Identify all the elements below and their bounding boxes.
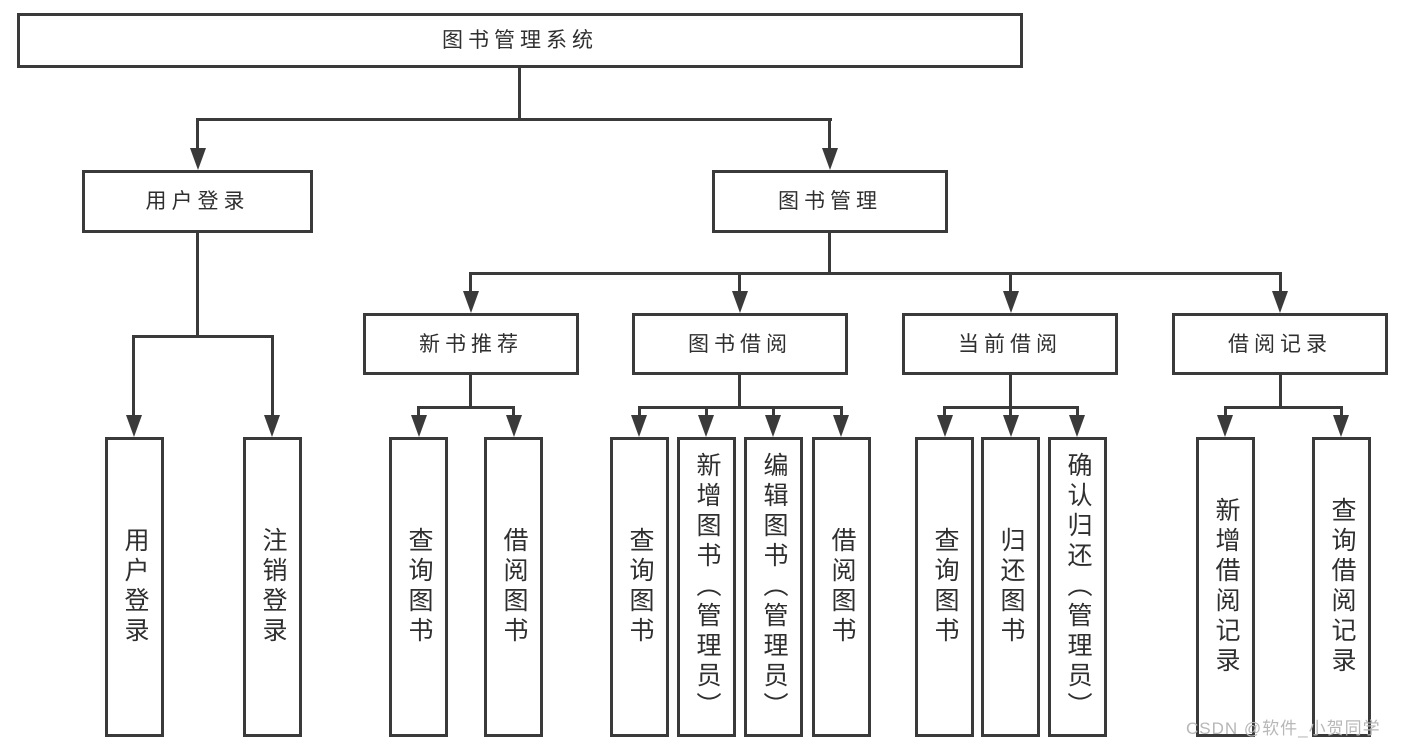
leaf-user-login-label: 用户登录	[121, 527, 148, 647]
arrowhead-br-add	[1217, 415, 1233, 437]
leaf-cb-query-books: 查询图书	[915, 437, 974, 737]
arrowhead-book-mgmt	[822, 148, 838, 170]
edge-drop-br-query	[1340, 406, 1343, 417]
edge-book-borrow-stem	[738, 375, 741, 406]
arrowhead-br-query	[1333, 415, 1349, 437]
arrowhead-nb-query	[411, 415, 427, 437]
leaf-bb-query-books: 查询图书	[610, 437, 669, 737]
edge-book-mgmt-stem	[828, 233, 831, 274]
csdn-watermark: CSDN @软件_小贺同学	[1186, 719, 1381, 738]
edge-borrow-record-stem	[1279, 375, 1282, 406]
node-book-mgmt-label: 图书管理	[778, 189, 882, 213]
arrowhead-cb-return	[1003, 415, 1019, 437]
arrowhead-bb-add	[698, 415, 714, 437]
leaf-br-query-record-label: 查询借阅记录	[1328, 497, 1355, 677]
node-book-borrowing-label: 图书借阅	[688, 331, 792, 356]
node-current-borrowing: 当前借阅	[902, 313, 1118, 375]
node-root: 图书管理系统	[17, 13, 1023, 68]
node-user-login-label: 用户登录	[145, 189, 250, 213]
arrowhead-user-login	[190, 148, 206, 170]
edge-new-book-stem	[469, 375, 472, 406]
leaf-cb-return-books-label: 归还图书	[997, 527, 1024, 647]
edge-drop-nb-borrow	[512, 406, 515, 417]
arrowhead-cb-confirm	[1069, 415, 1085, 437]
edge-drop-cb-return	[1009, 406, 1012, 417]
edge-drop-nb-query	[417, 406, 420, 417]
leaf-bb-query-books-label: 查询图书	[626, 527, 653, 647]
leaf-bb-borrow-books-label: 借阅图书	[828, 527, 855, 647]
leaf-bb-add-books-admin-label: 新增图书（管理员）	[693, 452, 720, 722]
leaf-user-login: 用户登录	[105, 437, 164, 737]
edge-root-stem	[518, 68, 521, 120]
node-user-login: 用户登录	[82, 170, 313, 233]
edge-borrow-record-split	[1224, 406, 1342, 409]
edge-drop-bb-borrow	[840, 406, 843, 417]
leaf-bb-borrow-books: 借阅图书	[812, 437, 871, 737]
edge-drop-user-login	[196, 118, 199, 152]
edge-drop-cb-query	[943, 406, 946, 417]
arrowhead-current-borrow	[1003, 291, 1019, 313]
edge-drop-logout-leaf	[271, 335, 274, 417]
arrowhead-new-book	[463, 291, 479, 313]
edge-drop-current-borrow	[1009, 272, 1012, 293]
edge-root-split	[196, 118, 832, 121]
edge-user-login-stem	[196, 233, 199, 335]
leaf-cb-query-books-label: 查询图书	[931, 527, 958, 647]
edge-drop-bb-query	[638, 406, 641, 417]
arrowhead-nb-borrow	[506, 415, 522, 437]
leaf-cb-confirm-return-admin: 确认归还（管理员）	[1048, 437, 1107, 737]
leaf-br-add-record: 新增借阅记录	[1196, 437, 1255, 737]
leaf-bb-edit-books-admin-label: 编辑图书（管理员）	[760, 452, 787, 722]
leaf-bb-add-books-admin: 新增图书（管理员）	[677, 437, 736, 737]
node-book-borrowing: 图书借阅	[632, 313, 848, 375]
arrowhead-logout-leaf	[264, 415, 280, 437]
leaf-nb-query-books: 查询图书	[389, 437, 448, 737]
node-new-book-recommend: 新书推荐	[363, 313, 579, 375]
node-borrowing-records: 借阅记录	[1172, 313, 1388, 375]
arrowhead-bb-edit	[765, 415, 781, 437]
edge-drop-borrow-record	[1279, 272, 1282, 293]
leaf-cb-return-books: 归还图书	[981, 437, 1040, 737]
node-new-book-recommend-label: 新书推荐	[419, 331, 523, 356]
arrowhead-cb-query	[937, 415, 953, 437]
leaf-br-query-record: 查询借阅记录	[1312, 437, 1371, 737]
arrowhead-book-borrow	[732, 291, 748, 313]
node-borrowing-records-label: 借阅记录	[1228, 331, 1332, 356]
leaf-logout: 注销登录	[243, 437, 302, 737]
edge-new-book-split	[417, 406, 515, 409]
leaf-nb-query-books-label: 查询图书	[405, 527, 432, 647]
edge-book-borrow-split	[638, 406, 842, 409]
edge-drop-book-borrow	[738, 272, 741, 293]
edge-drop-login-leaf	[132, 335, 135, 417]
leaf-nb-borrow-books-label: 借阅图书	[500, 527, 527, 647]
edge-drop-br-add	[1224, 406, 1227, 417]
leaf-bb-edit-books-admin: 编辑图书（管理员）	[744, 437, 803, 737]
leaf-nb-borrow-books: 借阅图书	[484, 437, 543, 737]
edge-drop-bb-edit	[772, 406, 775, 417]
node-current-borrowing-label: 当前借阅	[958, 331, 1062, 356]
edge-current-borrow-stem	[1009, 375, 1012, 406]
node-book-mgmt: 图书管理	[712, 170, 948, 233]
edge-drop-book-mgmt	[828, 118, 831, 152]
arrowhead-borrow-record	[1272, 291, 1288, 313]
leaf-logout-label: 注销登录	[259, 527, 286, 647]
edge-book-mgmt-split	[469, 272, 1282, 275]
leaf-br-add-record-label: 新增借阅记录	[1212, 497, 1239, 677]
edge-drop-cb-confirm	[1076, 406, 1079, 417]
edge-user-login-split	[133, 335, 274, 338]
arrowhead-bb-borrow	[833, 415, 849, 437]
arrowhead-login-leaf	[126, 415, 142, 437]
edge-drop-new-book	[469, 272, 472, 293]
leaf-cb-confirm-return-admin-label: 确认归还（管理员）	[1064, 452, 1091, 722]
edge-drop-bb-add	[705, 406, 708, 417]
node-root-label: 图书管理系统	[442, 28, 598, 52]
arrowhead-bb-query	[631, 415, 647, 437]
